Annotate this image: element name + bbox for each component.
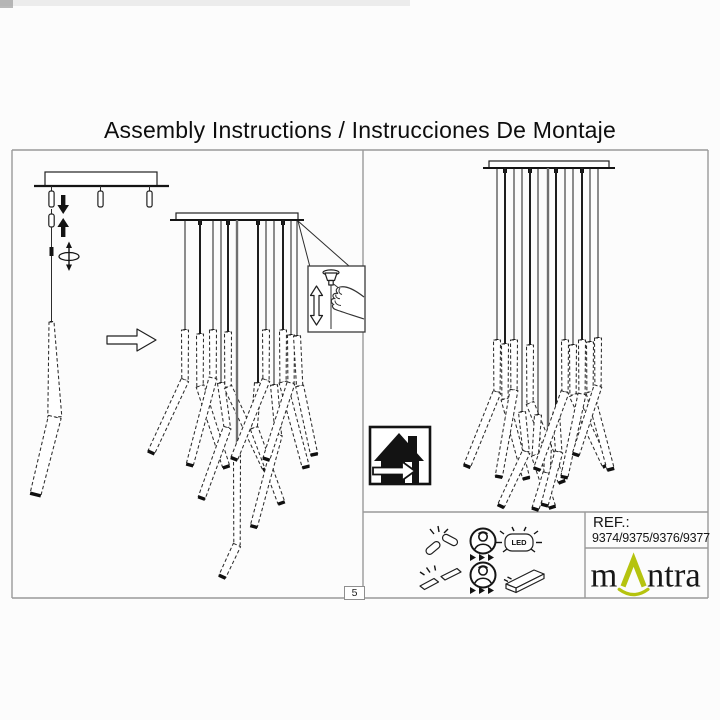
scan-artifact <box>0 0 13 8</box>
up-arrow-icon <box>57 218 69 237</box>
led-driver-icon <box>503 569 545 594</box>
up-down-arrow-icon <box>309 285 324 326</box>
hand-adjust-icon <box>330 283 365 320</box>
page-number-badge: 5 <box>344 586 365 600</box>
pendant <box>531 168 553 512</box>
pendant <box>494 168 519 479</box>
pendant <box>185 220 218 468</box>
cord-end-fitting <box>48 209 55 228</box>
broken-lamp-icon <box>425 525 459 555</box>
pendant <box>560 168 587 480</box>
pendant <box>197 220 232 501</box>
cable-stop-bead <box>49 247 54 256</box>
callout-line <box>297 220 350 267</box>
pendant <box>218 220 242 580</box>
pendant <box>29 321 63 498</box>
pendant <box>533 168 570 472</box>
page-title: Assembly Instructions / Instrucciones De… <box>104 117 616 143</box>
pendant <box>230 220 271 462</box>
pendant <box>292 220 319 457</box>
led-replacement-icons: LED <box>419 525 545 594</box>
svg-text:LED: LED <box>512 538 528 547</box>
pendant <box>496 168 531 510</box>
right-arrow-icon <box>106 328 157 352</box>
logo-prefix: m <box>590 556 617 594</box>
ref-label: REF.: <box>593 514 630 531</box>
broken-driver-icon <box>419 565 462 591</box>
ceiling-canopy <box>44 171 158 187</box>
down-arrow-icon <box>57 195 69 214</box>
house-with-arrow-icon <box>368 425 432 486</box>
ceiling-bar <box>488 160 610 169</box>
pendant-rod-exploded <box>29 321 63 498</box>
screw-rotation-icon <box>58 241 80 271</box>
logo-suffix: ntra <box>647 556 701 594</box>
scan-artifact <box>0 0 410 6</box>
ref-numbers: 9374/9375/9376/9377 <box>592 531 710 545</box>
cord-connectors <box>48 186 153 208</box>
pendant <box>463 168 502 470</box>
callout-line <box>297 220 311 268</box>
height-adjust-inset <box>307 265 366 333</box>
pendant <box>571 168 603 458</box>
inward-arrow-icon <box>372 459 417 483</box>
pendant <box>262 220 296 462</box>
logo-smile-icon <box>617 587 650 597</box>
led-lamp-icon: LED <box>496 526 542 553</box>
pendant <box>540 168 564 508</box>
logo-caret-icon <box>620 552 647 588</box>
ceiling-bar <box>175 212 299 221</box>
pendant <box>147 220 190 456</box>
assembled-fixture-left <box>147 212 366 580</box>
finished-fixture-right <box>463 160 615 512</box>
exploded-view <box>29 171 169 498</box>
mantra-logo: m ntra <box>590 552 701 597</box>
